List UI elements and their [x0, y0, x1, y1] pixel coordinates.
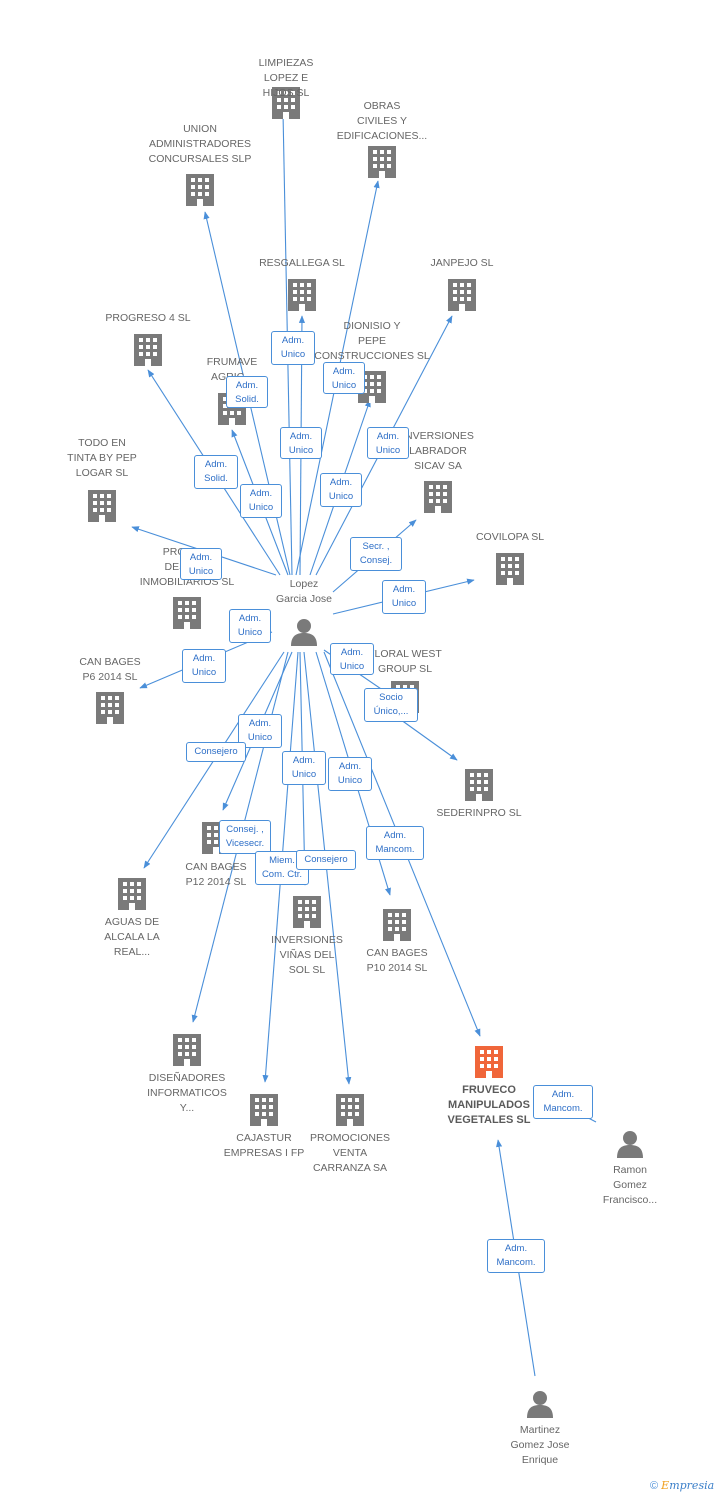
- building-icon[interactable]: [118, 878, 146, 910]
- person-label[interactable]: Lopez Garcia Jose: [275, 578, 333, 605]
- relation-role-badge: Adm. Mancom.: [366, 826, 424, 860]
- person-label[interactable]: Ramon Gomez Francisco...: [602, 1164, 658, 1206]
- building-icon[interactable]: [88, 490, 116, 522]
- company-label[interactable]: INVERSIONES VIÑAS DEL SOL SL: [271, 934, 343, 976]
- relation-role-badge: Adm. Unico: [367, 427, 409, 459]
- relation-role-badge: Adm. Unico: [330, 643, 374, 675]
- company-label[interactable]: INVERSIONES LABRADOR SICAV SA: [402, 430, 474, 472]
- company-label[interactable]: SEDERINPRO SL: [436, 807, 522, 819]
- relation-role-badge: Adm. Unico: [180, 548, 222, 580]
- relation-role-badge: Adm. Unico: [271, 331, 315, 365]
- building-icon[interactable]: [368, 146, 396, 178]
- relation-role-badge: Socio Único,...: [364, 688, 418, 722]
- company-label[interactable]: CAN BAGES P6 2014 SL: [79, 656, 141, 683]
- company-label[interactable]: FLORAL WEST GROUP SL: [368, 648, 442, 675]
- relation-role-badge: Adm. Unico: [328, 757, 372, 791]
- building-icon[interactable]: [186, 174, 214, 206]
- company-label[interactable]: UNION ADMINISTRADORES CONCURSALES SLP: [148, 123, 252, 165]
- company-label[interactable]: PROMOCIONES VENTA CARRANZA SA: [310, 1132, 390, 1174]
- relation-role-badge: Consejero: [296, 850, 356, 870]
- empresia-logo: Empresia: [661, 1479, 715, 1492]
- relation-role-badge: Adm. Unico: [182, 649, 226, 683]
- relation-role-badge: Adm. Mancom.: [487, 1239, 545, 1273]
- company-label[interactable]: LIMPIEZAS LOPEZ E HIJOS SL: [258, 57, 314, 99]
- relation-role-badge: Adm. Unico: [382, 580, 426, 614]
- relation-role-badge: Adm. Mancom.: [533, 1085, 593, 1119]
- relation-role-badge: Adm. Unico: [323, 362, 365, 394]
- building-icon[interactable]: [173, 597, 201, 629]
- relation-role-badge: Adm. Unico: [240, 484, 282, 518]
- building-icon[interactable]: [496, 553, 524, 585]
- building-icon[interactable]: [173, 1034, 201, 1066]
- building-icon[interactable]: [465, 769, 493, 801]
- relation-role-badge: Adm. Solid.: [226, 376, 268, 408]
- company-label[interactable]: DIONISIO Y PEPE CONSTRUCCIONES SL: [314, 320, 430, 362]
- company-label[interactable]: TODO EN TINTA BY PEP LOGAR SL: [67, 437, 137, 479]
- building-icon[interactable]: [250, 1094, 278, 1126]
- company-label[interactable]: FRUVECO MANIPULADOS VEGETALES SL: [447, 1084, 531, 1126]
- company-label[interactable]: COVILOPA SL: [475, 531, 545, 543]
- building-icon[interactable]: [383, 909, 411, 941]
- building-icon[interactable]: [288, 279, 316, 311]
- relation-role-badge: Adm. Unico: [282, 751, 326, 785]
- person-label[interactable]: Martinez Gomez Jose Enrique: [510, 1424, 570, 1466]
- relation-role-badge: Adm. Unico: [280, 427, 322, 459]
- relation-role-badge: Adm. Unico: [229, 609, 271, 643]
- relation-role-badge: Consej. , Vicesecr.: [219, 820, 271, 854]
- company-label[interactable]: PROGRESO 4 SL: [105, 312, 191, 324]
- building-icon[interactable]: [448, 279, 476, 311]
- company-label[interactable]: OBRAS CIVILES Y EDIFICACIONES...: [336, 100, 428, 142]
- building-icon[interactable]: [96, 692, 124, 724]
- building-icon[interactable]: [134, 334, 162, 366]
- empresia-credit[interactable]: © Empresia: [650, 1479, 714, 1492]
- company-label[interactable]: AGUAS DE ALCALA LA REAL...: [104, 916, 160, 958]
- company-label[interactable]: JANPEJO SL: [430, 257, 494, 269]
- building-icon[interactable]: [336, 1094, 364, 1126]
- person-icon[interactable]: [617, 1131, 643, 1158]
- building-icon[interactable]: [424, 481, 452, 513]
- company-label[interactable]: DISEÑADORES INFORMATICOS Y...: [147, 1072, 227, 1114]
- company-label[interactable]: CAN BAGES P12 2014 SL: [185, 861, 247, 888]
- relation-role-badge: Adm. Unico: [320, 473, 362, 507]
- company-label[interactable]: CAJASTUR EMPRESAS I FP: [223, 1132, 305, 1159]
- company-label[interactable]: CAN BAGES P10 2014 SL: [366, 947, 428, 974]
- building-icon[interactable]: [293, 896, 321, 928]
- relation-role-badge: Adm. Solid.: [194, 455, 238, 489]
- company-label[interactable]: RESGALLEGA SL: [259, 257, 345, 269]
- building-icon[interactable]: [475, 1046, 503, 1078]
- relation-role-badge: Consejero: [186, 742, 246, 762]
- relation-role-badge: Secr. , Consej.: [350, 537, 402, 571]
- person-icon[interactable]: [291, 619, 317, 646]
- copyright-icon: ©: [650, 1480, 659, 1492]
- person-icon[interactable]: [527, 1391, 553, 1418]
